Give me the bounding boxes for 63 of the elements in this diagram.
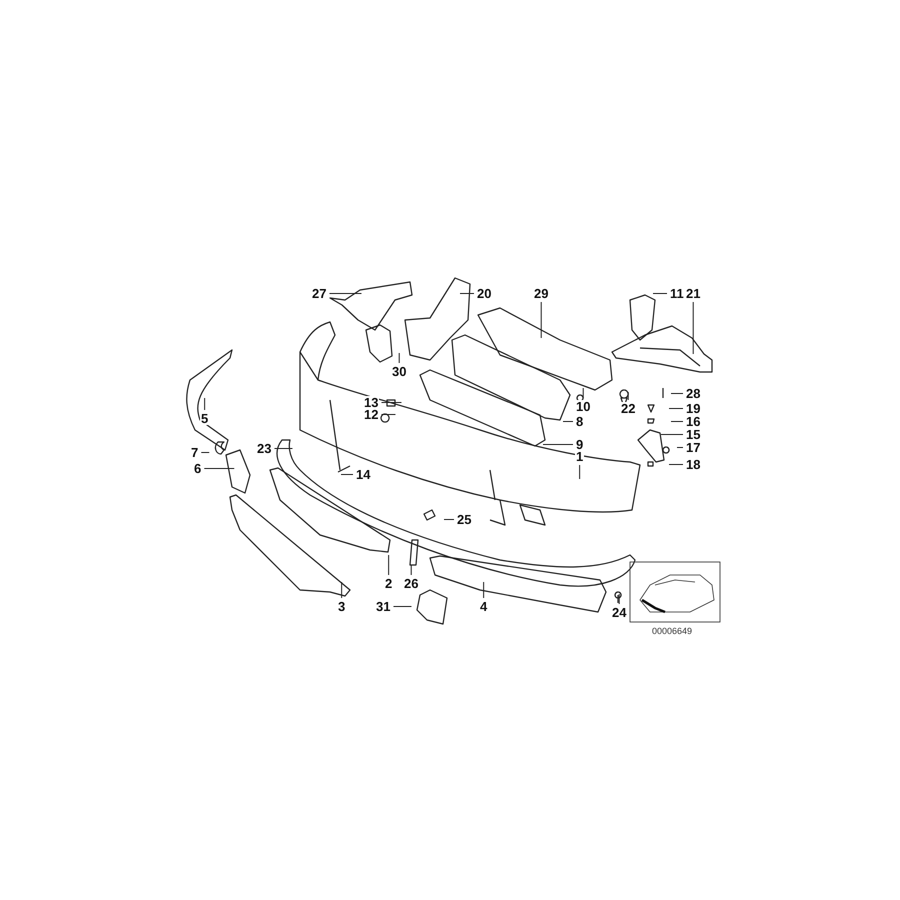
callout-number: 19 [685, 402, 702, 415]
leader-line [668, 408, 684, 409]
image-number: 00006649 [652, 626, 692, 636]
leader-line [204, 468, 235, 469]
callout-number: 11 [669, 287, 685, 300]
callout-number: 21 [685, 287, 702, 300]
callout-number: 27 [311, 287, 328, 300]
leader-line [579, 464, 580, 480]
leader-line [670, 393, 684, 394]
leader-line [274, 448, 293, 449]
callout-number: 22 [620, 402, 636, 415]
callout-number: 1 [575, 450, 584, 463]
callout-number: 2 [384, 577, 394, 590]
callout-number: 13 [363, 396, 380, 409]
leader-line [652, 293, 668, 294]
callout-number: 4 [479, 600, 488, 613]
leader-line [582, 388, 584, 398]
leader-line [341, 582, 342, 598]
callout-number: 16 [685, 415, 702, 428]
callout-number: 14 [355, 468, 372, 481]
leader-line [380, 402, 402, 403]
callout-number: 18 [685, 458, 702, 471]
callout-number: 9 [575, 438, 584, 451]
leader-line [444, 519, 454, 520]
leader-line [540, 302, 542, 338]
callout-number: 5 [200, 412, 210, 425]
leader-line [398, 352, 400, 364]
leader-line [670, 421, 684, 422]
leader-line [562, 421, 574, 422]
callout-number: 20 [476, 287, 492, 300]
leader-line [392, 606, 412, 607]
leader-line [388, 554, 390, 576]
leader-line [676, 447, 684, 448]
leader-line [542, 444, 574, 445]
leader-line [483, 582, 484, 598]
leader-line [618, 594, 620, 604]
callout-number: 7 [190, 446, 200, 459]
leader-line [380, 414, 396, 415]
leader-line [660, 434, 684, 435]
callout-number: 12 [363, 408, 380, 421]
leader-line [200, 452, 210, 453]
callout-number: 24 [611, 606, 628, 619]
leader-line [410, 564, 412, 576]
callout-number: 30 [391, 365, 408, 378]
callout-number: 17 [685, 441, 702, 454]
callout-number: 28 [685, 387, 702, 400]
leader-line [340, 474, 354, 475]
leader-line [692, 302, 694, 354]
callout-number: 10 [575, 400, 592, 413]
callout-number: 26 [403, 577, 420, 590]
callout-number: 15 [685, 428, 702, 441]
leader-line [204, 398, 206, 410]
leader-line [328, 293, 362, 294]
leader-line [460, 293, 474, 294]
leader-line [628, 392, 629, 400]
callout-number: 31 [375, 600, 392, 613]
callout-number: 29 [533, 287, 550, 300]
callout-number: 8 [575, 415, 584, 428]
leader-line [668, 464, 684, 465]
callout-number: 3 [337, 600, 346, 613]
callout-number: 25 [456, 513, 472, 526]
callout-number: 6 [193, 462, 202, 475]
callout-number: 23 [256, 442, 272, 455]
